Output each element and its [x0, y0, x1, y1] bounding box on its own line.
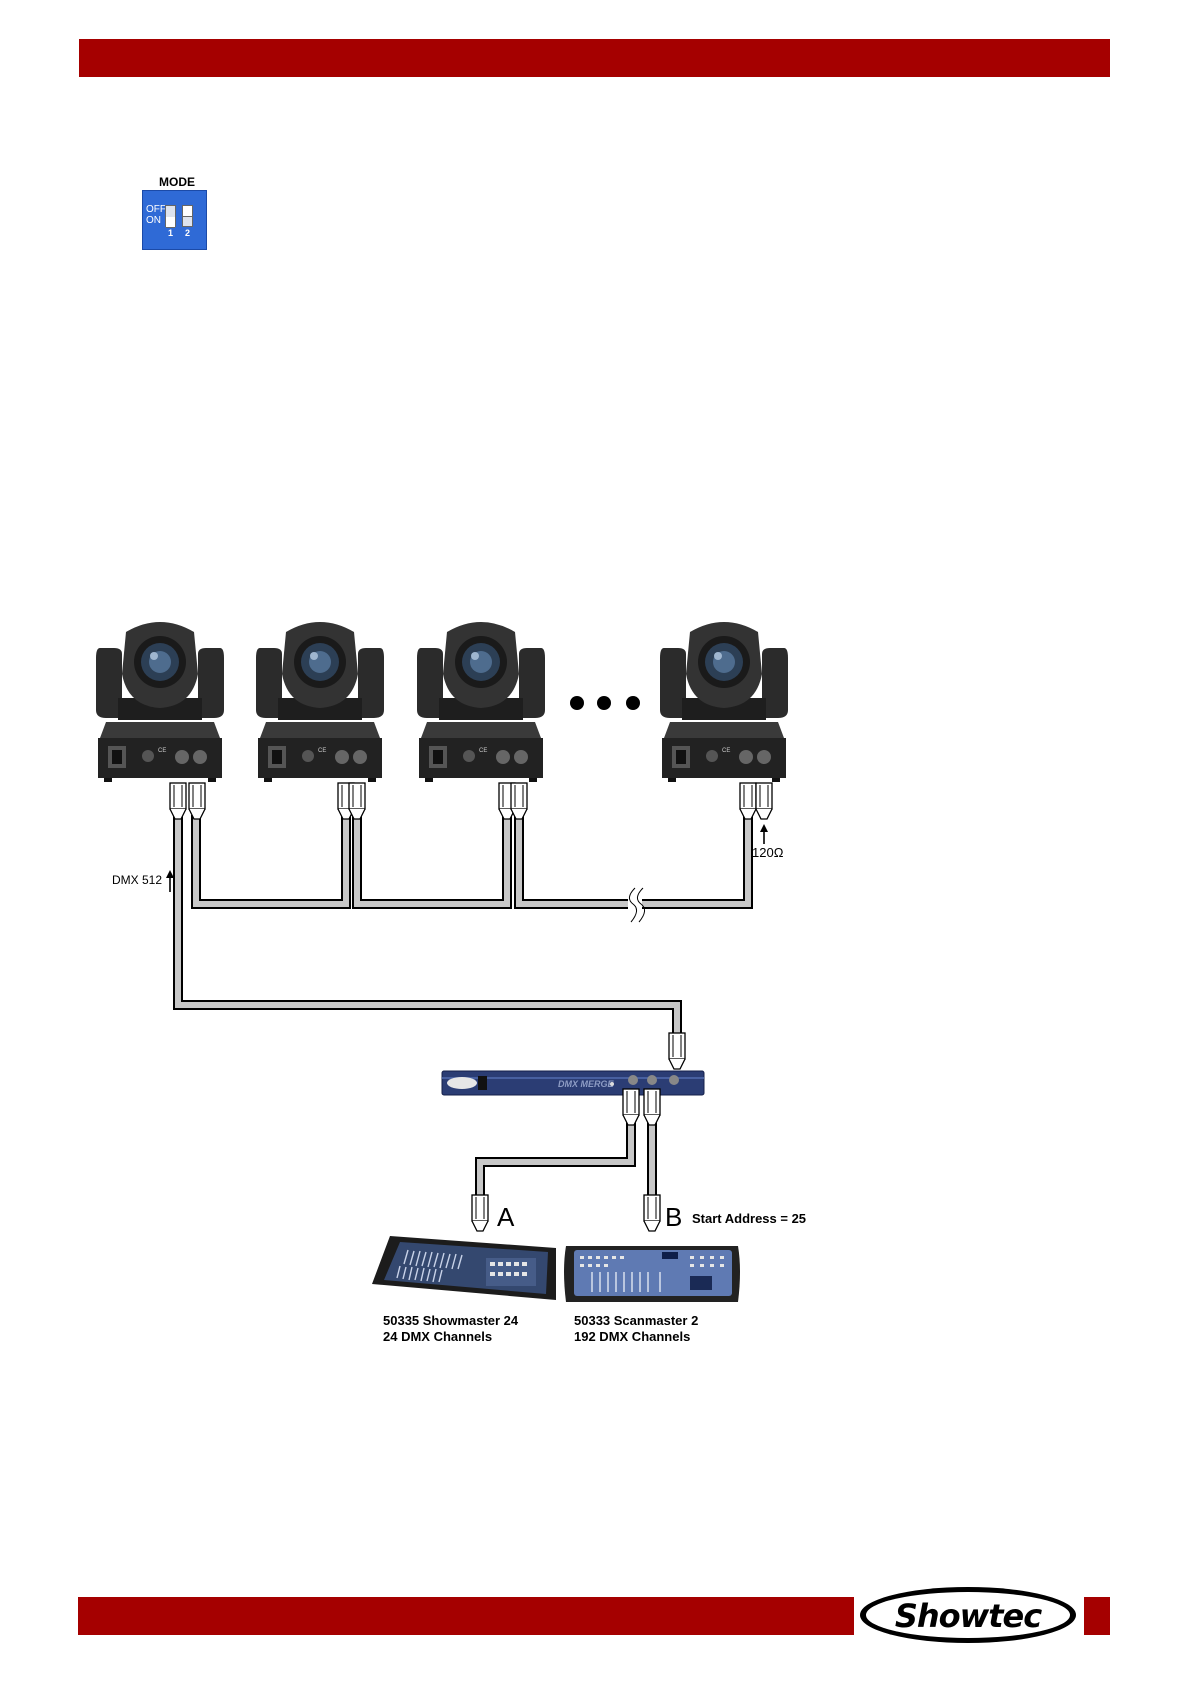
- moving-head-fixture-4: [660, 622, 788, 782]
- moving-head-fixture-1: [96, 622, 224, 782]
- dmx-512-label: DMX 512: [112, 873, 162, 887]
- dmx-merger-unit: DMX MERGE: [442, 1071, 704, 1095]
- footer-bar: [78, 1597, 854, 1635]
- controller-a-channels: 24 DMX Channels: [383, 1329, 492, 1344]
- port-a-label: A: [497, 1202, 514, 1233]
- moving-head-fixture-3: [417, 622, 545, 782]
- controller-b-model: 50333 Scanmaster 2: [574, 1313, 698, 1328]
- dmx-arrow-icon: [166, 870, 174, 892]
- scanmaster-2-controller: [564, 1246, 740, 1302]
- footer-bar-end: [1084, 1597, 1110, 1635]
- merger-panel-text: DMX MERGE: [558, 1079, 615, 1089]
- terminator-label: 120Ω: [752, 845, 783, 860]
- showtec-logo: Showtec: [857, 1584, 1079, 1647]
- moving-head-fixture-2: [256, 622, 384, 782]
- port-b-label: B: [665, 1202, 682, 1233]
- terminator-arrow-icon: [760, 824, 768, 844]
- controller-b-channels: 192 DMX Channels: [574, 1329, 690, 1344]
- showmaster-24-controller: [372, 1236, 556, 1300]
- controller-a-model: 50335 Showmaster 24: [383, 1313, 518, 1328]
- three-dots-icon: [570, 696, 640, 710]
- start-address-label: Start Address = 25: [692, 1211, 806, 1226]
- logo-text: Showtec: [857, 1597, 1079, 1635]
